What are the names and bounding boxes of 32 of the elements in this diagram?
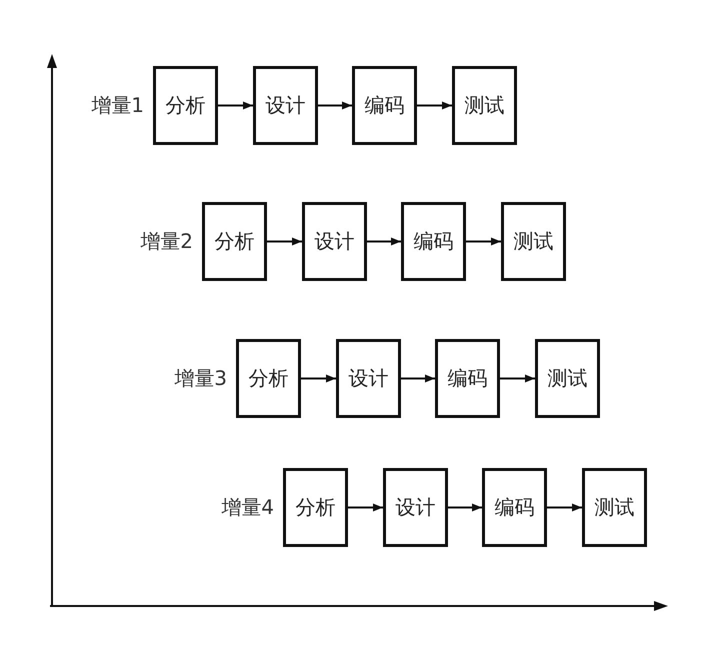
process-box: 编码 bbox=[435, 339, 500, 418]
increment-label: 增量2 bbox=[140, 228, 193, 255]
increment-label: 增量1 bbox=[91, 92, 144, 119]
process-box: 分析 bbox=[153, 66, 218, 145]
process-box: 设计 bbox=[253, 66, 318, 145]
arrow bbox=[267, 238, 302, 246]
arrow bbox=[448, 504, 482, 512]
arrow bbox=[401, 374, 435, 382]
process-box: 编码 bbox=[352, 66, 417, 145]
arrow bbox=[417, 102, 452, 110]
arrow bbox=[301, 374, 336, 382]
process-box: 测试 bbox=[582, 468, 647, 547]
process-box: 分析 bbox=[236, 339, 301, 418]
arrow bbox=[500, 374, 535, 382]
increment-label: 增量4 bbox=[221, 494, 274, 521]
arrow bbox=[218, 102, 253, 110]
process-box: 设计 bbox=[336, 339, 401, 418]
arrow bbox=[348, 504, 383, 512]
process-box: 分析 bbox=[202, 202, 267, 281]
arrow bbox=[466, 238, 501, 246]
process-box: 测试 bbox=[535, 339, 600, 418]
arrow bbox=[367, 238, 401, 246]
process-box: 设计 bbox=[383, 468, 448, 547]
process-box: 测试 bbox=[452, 66, 517, 145]
process-box: 编码 bbox=[401, 202, 466, 281]
increment-label: 增量3 bbox=[174, 365, 227, 392]
arrow bbox=[547, 504, 582, 512]
process-box: 分析 bbox=[283, 468, 348, 547]
arrow bbox=[318, 102, 352, 110]
process-box: 测试 bbox=[501, 202, 566, 281]
process-box: 设计 bbox=[302, 202, 367, 281]
process-box: 编码 bbox=[482, 468, 547, 547]
